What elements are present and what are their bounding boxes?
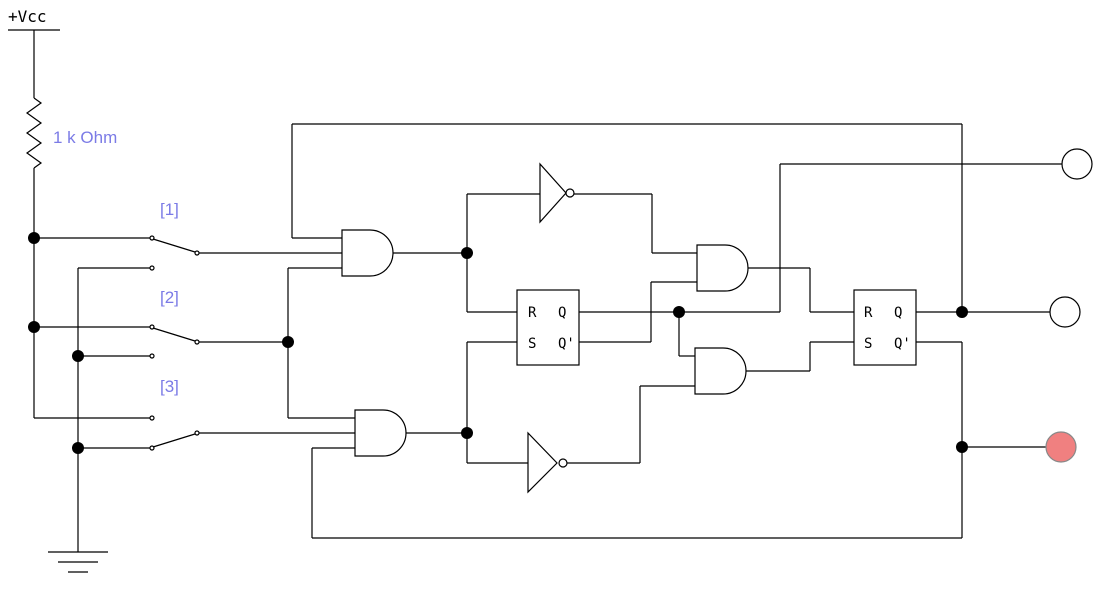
switch-1[interactable]: [1] (34, 200, 342, 271)
junction-dot (956, 306, 968, 318)
output-lamp-1 (1061, 148, 1093, 180)
switch-3[interactable]: [3] (34, 377, 355, 451)
ff1-q-label: Q (558, 305, 566, 321)
junction-dot (28, 321, 40, 333)
rs-flipflop-2: R S Q Q' (853, 289, 917, 366)
junction-dot (72, 442, 84, 454)
and-gate-2 (354, 409, 407, 457)
ground-symbol (48, 268, 108, 573)
output-lamp-3 (1045, 431, 1077, 463)
not-gate-1 (539, 162, 697, 254)
ff1-s-label: S (528, 336, 536, 352)
and-gate-3 (696, 244, 749, 292)
junction-dot (28, 232, 40, 244)
rs-flipflop-1: R S Q Q' (516, 289, 580, 366)
switch-3-label: [3] (160, 377, 179, 396)
not-gate-2 (527, 385, 695, 494)
ff2-q-label: Q (894, 305, 902, 321)
switch-2-label: [2] (160, 288, 179, 307)
resistor-label: 1 k Ohm (53, 128, 117, 147)
and-gate-4 (694, 347, 747, 395)
ff1-qbar-label: Q' (558, 336, 575, 352)
switch-1-label: [1] (160, 200, 179, 219)
junction-dot (956, 441, 968, 453)
ff2-s-label: S (864, 336, 872, 352)
switch-2[interactable]: [2] (34, 288, 288, 359)
ff2-qbar-label: Q' (894, 336, 911, 352)
resistor: 1 k Ohm (25, 97, 117, 418)
output-lamp-2 (1049, 296, 1081, 328)
ff1-r-label: R (528, 305, 537, 321)
junction-dot (72, 350, 84, 362)
vcc-supply: +Vcc (8, 7, 60, 98)
vcc-label: +Vcc (8, 7, 47, 26)
ff2-r-label: R (864, 305, 873, 321)
and-gate-1 (341, 229, 394, 277)
